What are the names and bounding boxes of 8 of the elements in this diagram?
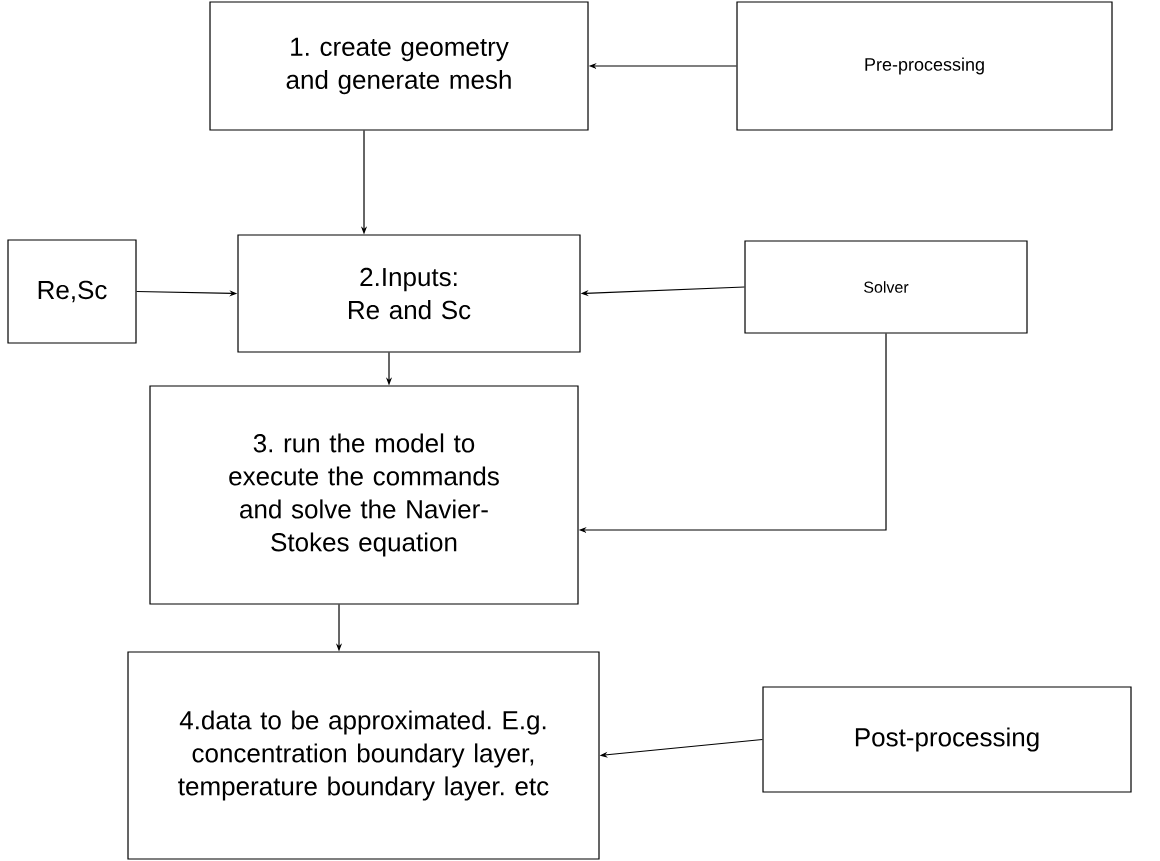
process-box: 4.data to be approximated. E.g. concentration boundary layer, temperature boundary layer. etc: [127, 651, 600, 860]
process-box: Post-processing: [762, 686, 1132, 793]
process-box: Solver: [744, 240, 1028, 334]
process-box: 2.Inputs: Re and Sc: [237, 234, 581, 353]
process-box: 3. run the model to execute the commands and solve the Navier-Stokes equation: [149, 385, 579, 605]
process-box: Pre-processing: [736, 1, 1113, 131]
process-box: 1. create geometry and generate mesh: [209, 1, 589, 131]
process-box: Re,Sc: [7, 239, 137, 344]
